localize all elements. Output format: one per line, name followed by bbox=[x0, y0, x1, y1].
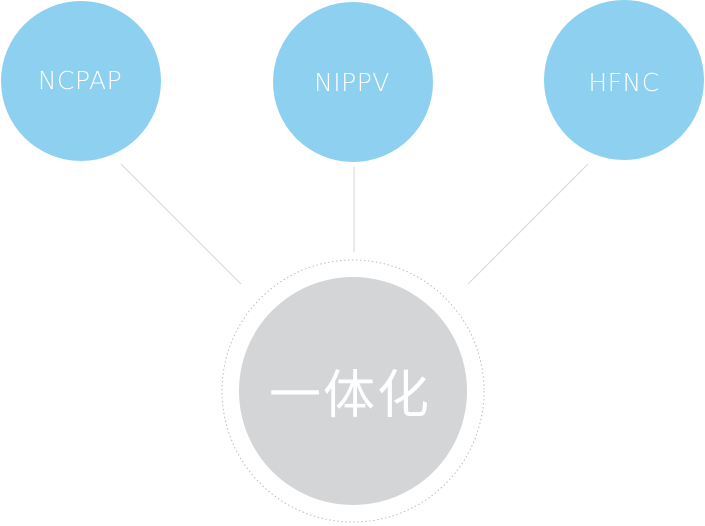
node-ncpap-circle bbox=[1, 1, 161, 161]
connector-ncpap bbox=[120, 163, 242, 285]
node-hfnc-label: HFNC bbox=[588, 68, 659, 97]
hub-label: 一体化 bbox=[269, 366, 431, 426]
node-nippv: NIPPV bbox=[273, 2, 433, 162]
connector-hfnc bbox=[467, 163, 589, 285]
hub-dotted-ring bbox=[221, 259, 485, 523]
hub-circle bbox=[239, 277, 467, 505]
hub-node: 一体化 bbox=[221, 259, 485, 523]
node-ncpap: NCPAP bbox=[1, 1, 161, 161]
node-ncpap-label: NCPAP bbox=[38, 66, 122, 95]
node-hfnc-circle bbox=[544, 0, 704, 160]
node-hfnc: HFNC bbox=[544, 0, 704, 160]
node-nippv-label: NIPPV bbox=[314, 68, 390, 97]
node-nippv-circle bbox=[273, 2, 433, 162]
